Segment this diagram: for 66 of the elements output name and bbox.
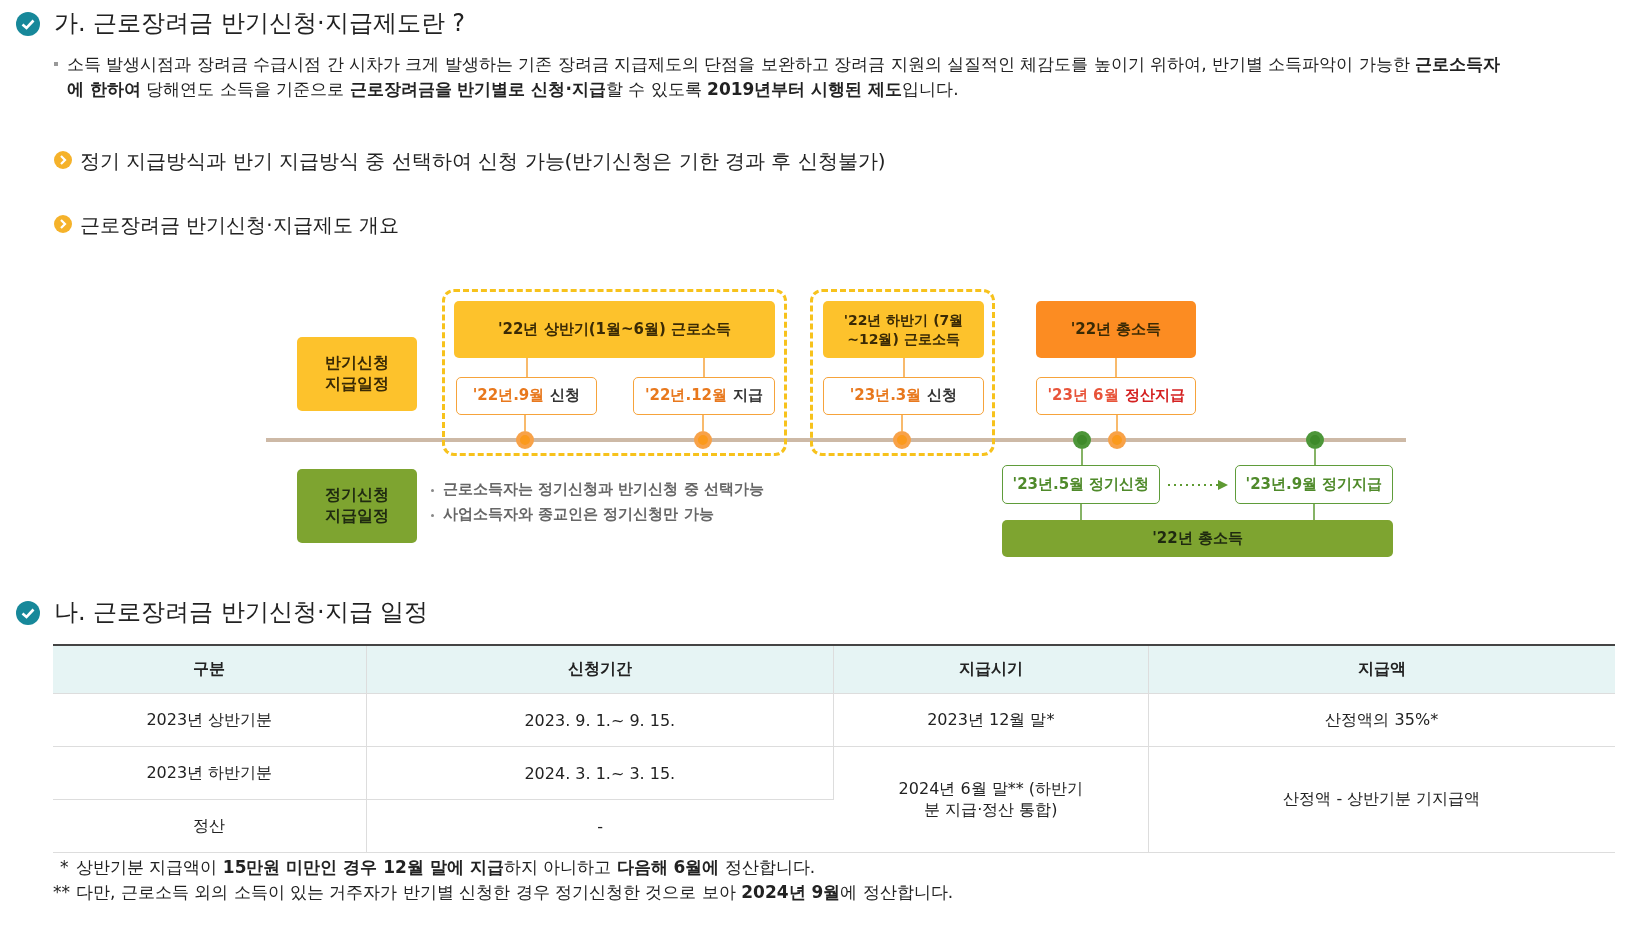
connector-line: [901, 414, 903, 432]
connector-line: [903, 357, 905, 378]
table-cell: 정산: [53, 799, 367, 853]
footnote-text: 다만, 근로소득 외의 소득이 있는 거주자가 반기별 신청한 경우 정기신청한 것으로 보아 2024년 9월에 정산합니다.: [76, 881, 954, 904]
footnote-text: 상반기분 지급액이 15만원 미만인 경우 12월 말에 지급하지 아니하고 다음해 6월에 정산합니다.: [76, 856, 816, 879]
action-text: 정산지급: [1124, 386, 1185, 406]
connector-line: [524, 414, 526, 432]
paragraph: 소득 발생시점과 장려금 수급시점 간 시차가 크게 발생하는 기존 장려금 지급제도의 단점을 보완하고 장려금 지원의 실질적인 체감도를 높이기 위하여, 반기별 소득파악이 가능한 근로소득자에 한하여 당해연도 소득을 기준으로 근로장려금을 반기별로 신청·지급할 수 있도록 2019년부터 시행된 제도입니다.: [67, 53, 1502, 101]
header-cell: 지급시기: [833, 645, 1149, 694]
timeline-dot: [893, 431, 911, 449]
date-box: '23년.9월 정기지급: [1235, 465, 1393, 504]
timeline-dot: [694, 431, 712, 449]
timeline-dot: [1108, 431, 1126, 449]
connector-line: [702, 414, 704, 432]
date-text: '22년.12월: [644, 386, 727, 406]
heading-text: 가. 근로장려금 반기신청·지급제도란 ?: [54, 8, 465, 39]
connector-line: [1080, 503, 1082, 521]
period-box: '22년 하반기 (7월~12월) 근로소득: [823, 301, 984, 358]
date-box: '23년.5월 정기신청: [1002, 465, 1160, 504]
timeline-dot: [1073, 431, 1091, 449]
connector-line: [1115, 357, 1117, 378]
table-cell: 산정액 - 상반기분 기지급액: [1148, 746, 1615, 853]
period-box: 반기신청 지급일정: [297, 337, 417, 411]
income-bar: '22년 총소득: [1002, 520, 1393, 557]
date-box: [823, 377, 984, 415]
dashed-group-frame: [810, 289, 995, 456]
date-text: '23년.3월: [849, 386, 922, 406]
period-box: '22년 상반기(1월~6월) 근로소득: [454, 301, 775, 358]
action-text: 신청: [550, 386, 581, 406]
connector-line: [703, 357, 705, 378]
note-text: 사업소득자와 종교인은 정기신청만 가능: [443, 505, 714, 525]
dashed-group-frame: [442, 289, 787, 456]
date-box: [456, 377, 597, 415]
table-cell: -: [366, 799, 834, 853]
date-box: [633, 377, 775, 415]
category-box: 정기신청 지급일정: [297, 469, 417, 543]
connector-line: [1314, 448, 1316, 466]
footnote-mark: **: [53, 881, 70, 904]
action-text: 신청: [927, 386, 958, 406]
note-text: 근로소득자는 정기신청과 반기신청 중 선택가능: [443, 480, 764, 500]
connector-line: [1116, 414, 1118, 432]
table-cell: 2023년 12월 말*: [833, 693, 1149, 747]
dotted-arrow: [1167, 480, 1228, 490]
header-cell: 구분: [53, 645, 367, 694]
table-cell: 2024년 6월 말** (하반기분 지급·정산 통합): [833, 746, 1149, 853]
action-text: 지급: [733, 386, 763, 406]
timeline-dot: [1306, 431, 1324, 449]
date-text: '23년 6월: [1047, 386, 1119, 406]
bullet-text: 정기 지급방식과 반기 지급방식 중 선택하여 신청 가능(반기신청은 기한 경과 후 신청불가): [80, 148, 886, 174]
connector-line: [526, 357, 528, 378]
connector-line: [1313, 503, 1315, 521]
date-box: [1036, 377, 1196, 415]
table-cell: 산정액의 35%*: [1148, 693, 1615, 747]
timeline-dot: [516, 431, 534, 449]
date-text: '22년.9월: [472, 386, 545, 406]
table-cell: 2023년 하반기분: [53, 746, 367, 800]
footnote-mark: *: [60, 856, 69, 879]
income-box: '22년 총소득: [1036, 301, 1196, 358]
table-cell: 2024. 3. 1.~ 3. 15.: [366, 746, 834, 800]
table-cell: 2023년 상반기분: [53, 693, 367, 747]
connector-line: [1081, 448, 1083, 466]
header-cell: 신청기간: [366, 645, 834, 694]
header-cell: 지급액: [1148, 645, 1615, 694]
heading-text: 나. 근로장려금 반기신청·지급 일정: [54, 597, 429, 628]
table-cell: 2023. 9. 1.~ 9. 15.: [366, 693, 834, 747]
bullet-text: 근로장려금 반기신청·지급제도 개요: [80, 212, 400, 238]
